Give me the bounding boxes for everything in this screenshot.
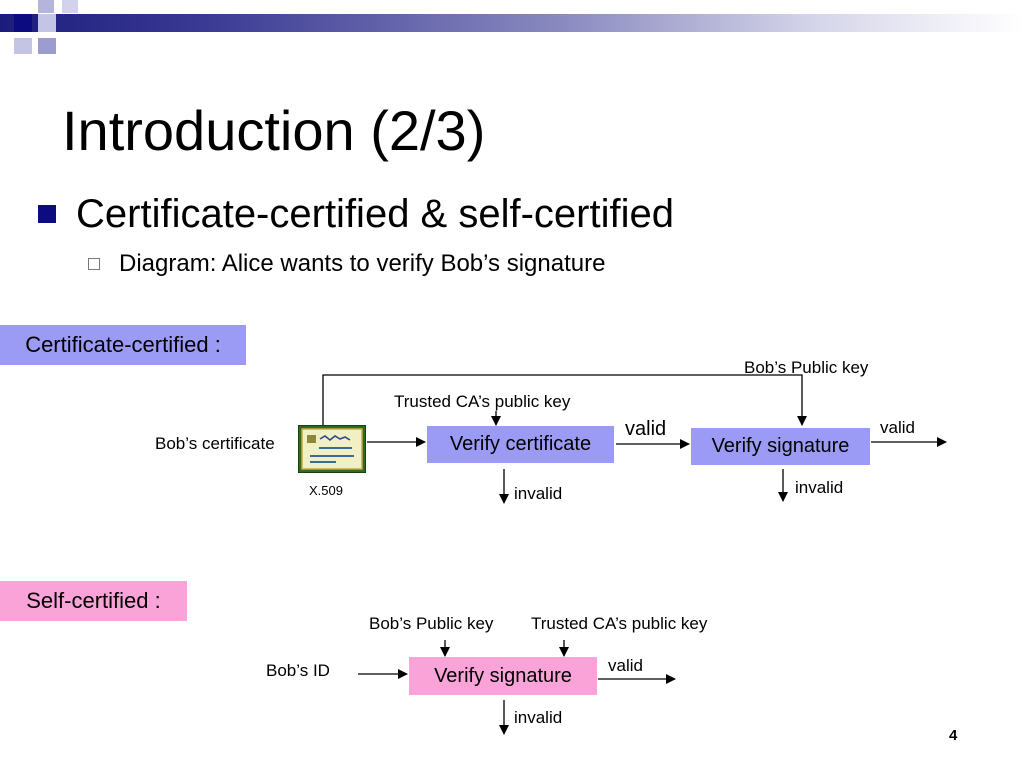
header-square-navy xyxy=(14,14,32,32)
bobs-certificate-label: Bob’s certificate xyxy=(155,434,275,453)
trusted-ca-public-key-label: Trusted CA’s public key xyxy=(394,392,571,411)
self-trusted-ca-public-key-label: Trusted CA’s public key xyxy=(531,614,708,633)
certificate-icon xyxy=(298,425,366,473)
certificate-certified-label: Certificate-certified : xyxy=(0,325,246,365)
header-square-light xyxy=(62,0,78,13)
header-square-light xyxy=(14,38,32,54)
header-square-light xyxy=(38,0,54,13)
bobs-id-label: Bob’s ID xyxy=(266,661,330,680)
bullet-text-level-2: Diagram: Alice wants to verify Bob’s sig… xyxy=(119,250,606,277)
bobs-public-key-label: Bob’s Public key xyxy=(744,358,869,377)
verify-certificate-box: Verify certificate xyxy=(427,426,614,463)
valid-certificate-label: valid xyxy=(625,418,667,440)
self-valid-output-label: valid xyxy=(608,656,643,675)
page-number: 4 xyxy=(949,727,958,744)
slide-title: Introduction (2/3) xyxy=(62,99,486,162)
header-square-light xyxy=(38,14,56,32)
bullet-square-icon xyxy=(38,205,56,223)
invalid-certificate-label: invalid xyxy=(514,484,563,503)
bullet-text-level-1: Certificate-certified & self-certified xyxy=(76,192,674,236)
x509-caption: X.509 xyxy=(309,483,343,498)
verify-signature-box: Verify signature xyxy=(691,428,870,465)
header-square-mid xyxy=(38,38,56,54)
bobs-public-key-connector xyxy=(322,374,807,426)
invalid-signature-label: invalid xyxy=(795,478,844,497)
bullet-hollow-square-icon xyxy=(88,258,100,270)
self-certified-label: Self-certified : xyxy=(0,581,187,621)
self-invalid-label: invalid xyxy=(514,708,563,727)
self-verify-signature-box: Verify signature xyxy=(409,657,597,695)
self-bobs-public-key-label: Bob’s Public key xyxy=(369,614,494,633)
header-gradient-band xyxy=(0,14,1024,32)
valid-output-label: valid xyxy=(880,418,915,437)
